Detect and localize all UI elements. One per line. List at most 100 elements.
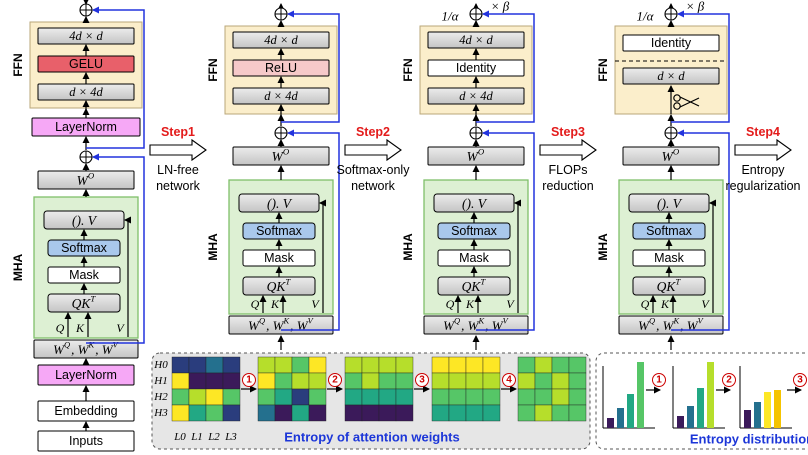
qk-text: QKT (267, 276, 292, 293)
heatmap-cell (378, 404, 397, 422)
ffn-skip (476, 10, 535, 123)
heatmap-cell (482, 404, 501, 422)
step-marker-text: 1 (656, 375, 662, 386)
v-label: V (506, 297, 515, 311)
heatmap-cell (568, 372, 587, 390)
alpha-scale: 1/α (442, 9, 460, 24)
heatmap-cell (517, 372, 536, 390)
heatmap-cell (257, 404, 276, 422)
heatmap-cell (361, 372, 380, 390)
heatmap-cell (222, 372, 241, 390)
layernorm-top-text: LayerNorm (55, 120, 117, 134)
v-path (319, 199, 326, 313)
histogram-bar (607, 418, 614, 428)
step-marker-icon (502, 373, 516, 387)
mha-label: MHA (596, 233, 610, 261)
heatmap-cell (517, 404, 536, 422)
heatmap-cell (361, 388, 380, 406)
col-label: L1 (190, 431, 203, 443)
heatmap-cell (274, 356, 293, 374)
qk-text: QKT (657, 276, 682, 293)
mha-label: MHA (11, 254, 25, 282)
heatmap-cell (465, 388, 484, 406)
heatmap-cell (291, 388, 310, 406)
heatmap-cell (291, 404, 310, 422)
ffn-residual-add (664, 7, 678, 21)
heatmap-cell (308, 404, 327, 422)
step-marker-icon (793, 373, 807, 387)
step-caption-line2: regularization (725, 179, 800, 193)
output-projection-text: WO (467, 146, 486, 163)
row-label: H2 (153, 391, 168, 403)
ffn-label: FFN (401, 58, 415, 81)
heatmap-cell (291, 356, 310, 374)
col-label: L3 (224, 431, 237, 443)
v-path (124, 216, 131, 337)
attention-residual-add (79, 150, 93, 164)
heatmap-cell (205, 372, 224, 390)
v-label: V (116, 321, 125, 335)
ffn-label: FFN (206, 58, 220, 81)
layernorm-bottom-text: LayerNorm (55, 368, 117, 382)
heatmap-cell (465, 404, 484, 422)
beta-scale: × β (491, 0, 510, 14)
heatmap-cell (188, 404, 207, 422)
heatmap-cell (431, 372, 450, 390)
step-label: Step1 (161, 125, 195, 139)
heatmap-cell (448, 356, 467, 374)
heatmap-cell (395, 356, 414, 374)
k-label: K (465, 297, 475, 311)
heatmap-cell (222, 388, 241, 406)
heatmap-cell (517, 356, 536, 374)
ffn-dxd-box (622, 67, 720, 85)
heatmap-cell (551, 372, 570, 390)
heatmap-cell (378, 372, 397, 390)
histogram-bar (744, 410, 751, 428)
beta-scale: × β (686, 0, 705, 14)
col-label: L2 (207, 431, 220, 443)
row-label: H3 (153, 407, 168, 419)
step-caption-line1: Softmax-only (337, 163, 411, 177)
step-marker-text: 3 (419, 375, 425, 386)
ffn-down-proj-text: d × 4d (459, 89, 493, 103)
ffn-down-proj-text: d × 4d (69, 85, 103, 99)
ffn-activation-text: ReLU (265, 61, 297, 75)
k-label: K (75, 321, 85, 335)
heatmap-cell (534, 404, 553, 422)
heatmap-cell (568, 388, 587, 406)
heatmap-cell (308, 372, 327, 390)
attention-skip (86, 153, 145, 344)
mask-text: Mask (69, 268, 100, 282)
attn-value-text: (). V (462, 196, 488, 211)
heatmap-cell (482, 356, 501, 374)
mask-text: Mask (264, 251, 295, 265)
step-marker-text: 2 (332, 375, 338, 386)
k-label: K (660, 297, 670, 311)
attention-skip (671, 129, 730, 331)
heatmap-4 (431, 356, 501, 422)
heatmap-cell (448, 372, 467, 390)
mask-text: Mask (654, 251, 685, 265)
heatmap-cell (551, 388, 570, 406)
ffn-activation-text: GELU (69, 57, 103, 71)
entropy-histogram-1 (602, 362, 655, 429)
v-label: V (701, 297, 710, 311)
mask-text: Mask (459, 251, 490, 265)
heatmap-cell (171, 404, 190, 422)
heatmap-cell (551, 356, 570, 374)
heatmap-cell (188, 372, 207, 390)
histogram-bar (697, 388, 704, 428)
step-marker-icon (652, 373, 666, 387)
attention-residual-add (469, 126, 483, 140)
heatmap-cell (448, 388, 467, 406)
heatmap-cell (395, 372, 414, 390)
heatmap-cell (448, 404, 467, 422)
inputs-text: Inputs (69, 434, 103, 448)
step-marker-icon (242, 373, 256, 387)
output-projection-text: WO (662, 146, 681, 163)
heatmap-cell (344, 388, 363, 406)
step-caption-line2: reduction (542, 179, 593, 193)
heatmap-cell (222, 404, 241, 422)
heatmap-cell (568, 356, 587, 374)
